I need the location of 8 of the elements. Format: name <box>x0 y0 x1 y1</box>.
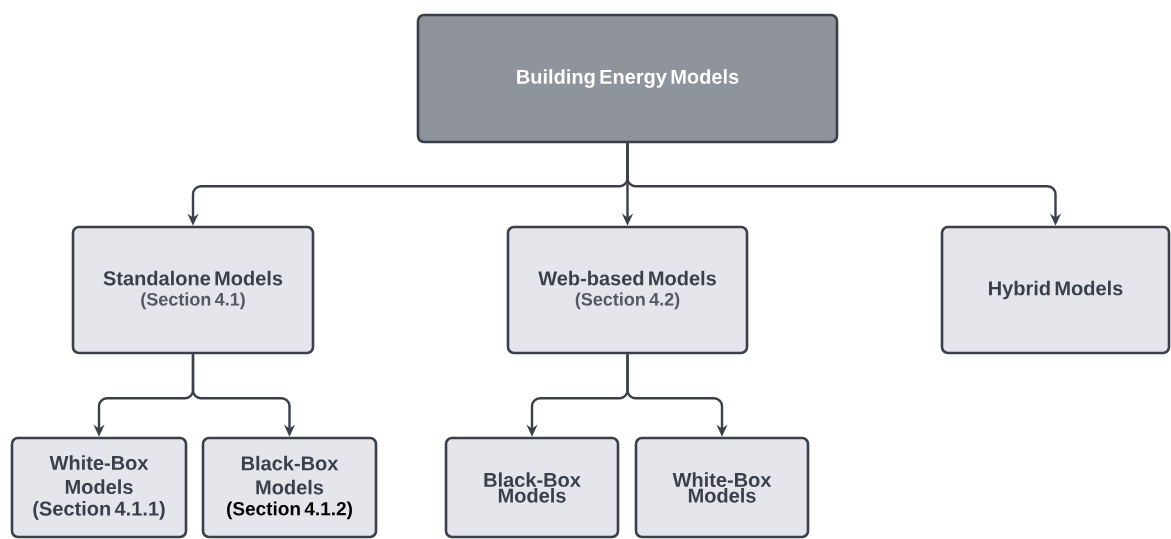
category-box: Web-based Models (Section 4.2) <box>506 225 749 355</box>
category-box: White-Box Models (Section 4.1.1) <box>10 436 188 539</box>
category-box: White-Box Models <box>634 436 810 539</box>
title-box: Building Energy Models <box>416 13 839 144</box>
category-box: Black-Box Models (Section 4.1.2) <box>201 436 378 539</box>
category-box: Hybrid Models <box>940 225 1171 355</box>
category-box: Black-Box Models <box>444 436 620 539</box>
category-box: Standalone Models (Section 4.1) <box>71 225 315 355</box>
